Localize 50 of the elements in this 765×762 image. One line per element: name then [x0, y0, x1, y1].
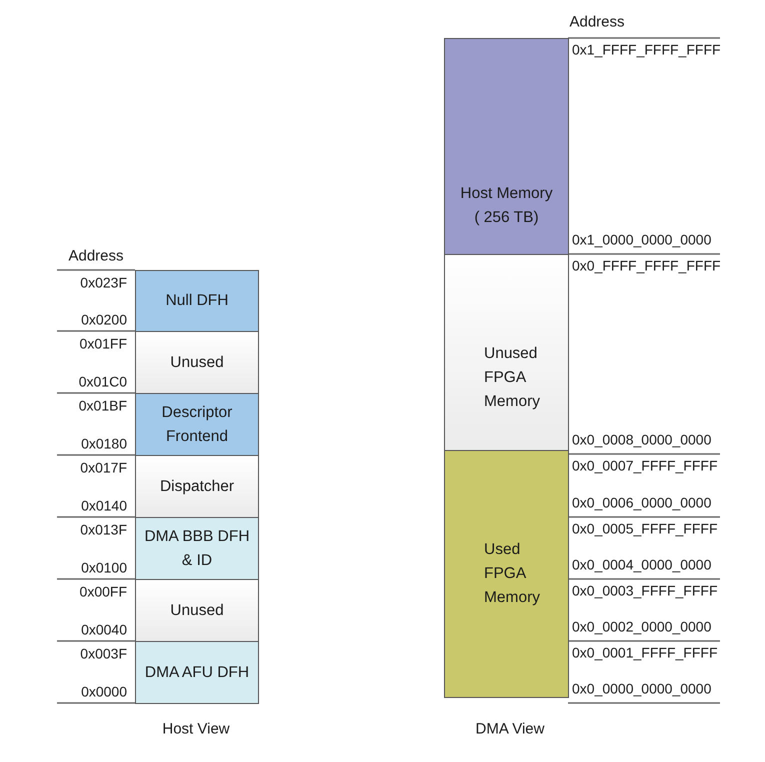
column-header: Address	[68, 248, 124, 264]
address-label: 0x017F	[80, 460, 127, 476]
address-label: 0x0100	[81, 560, 127, 576]
region-label: Unused	[170, 352, 224, 372]
address-label: 0x0_0000_0000_0000	[572, 680, 712, 698]
view-caption: DMA View	[476, 720, 544, 738]
address-label: 0x1_FFFF_FFFF_FFFF	[572, 42, 721, 58]
memory-region-box	[135, 270, 259, 332]
region-label: DMA BBB DFH & ID	[144, 526, 250, 570]
region-label: Host Memory ( 256 TB)	[459, 184, 554, 228]
memory-region-box	[135, 393, 259, 456]
region-label: Null DFH	[166, 291, 228, 311]
memory-region-box	[135, 331, 259, 394]
address-label: 0x0_0006_0000_0000	[572, 494, 712, 512]
address-label: 0x0040	[81, 622, 127, 638]
address-label: 0x0_0004_0000_0000	[572, 556, 712, 574]
memory-region-box	[444, 38, 569, 255]
address-label: 0x01FF	[80, 336, 127, 352]
region-label: Unused FPGA Memory	[484, 344, 541, 412]
memory-region-box	[135, 455, 259, 518]
address-label: 0x013F	[80, 522, 127, 538]
address-label: 0x0_FFFF_FFFF_FFFF	[572, 258, 721, 274]
memory-region-box	[444, 450, 569, 698]
column-header: Address	[569, 14, 625, 30]
memory-region-box	[135, 641, 259, 704]
address-label: 0x1_0000_0000_0000	[572, 232, 712, 248]
address-label: 0x0_0003_FFFF_FFFF	[572, 582, 718, 600]
memory-region-box	[444, 254, 569, 451]
address-label: 0x01C0	[78, 374, 127, 390]
address-label: 0x0_0008_0000_0000	[572, 432, 712, 448]
address-label: 0x003F	[80, 646, 127, 662]
address-label: 0x0000	[81, 684, 127, 700]
address-label: 0x00FF	[80, 584, 127, 600]
region-label: Used FPGA Memory	[484, 540, 541, 608]
region-label: Unused	[170, 600, 224, 620]
address-label: 0x0_0001_FFFF_FFFF	[572, 644, 718, 662]
address-label: 0x0180	[81, 436, 127, 452]
address-label: 0x0_0005_FFFF_FFFF	[572, 520, 718, 538]
address-label: 0x0200	[81, 312, 127, 328]
address-label: 0x0_0007_FFFF_FFFF	[572, 458, 718, 474]
view-caption: Host View	[162, 720, 230, 738]
address-label: 0x01BF	[78, 398, 127, 414]
memory-region-box	[135, 579, 259, 642]
memory-region-box	[135, 517, 259, 580]
region-label: Descriptor Frontend	[160, 402, 234, 446]
address-label: 0x023F	[80, 274, 127, 292]
region-label: DMA AFU DFH	[144, 662, 250, 682]
region-label: Dispatcher	[160, 476, 234, 496]
address-label: 0x0140	[81, 498, 127, 514]
address-label: 0x0_0002_0000_0000	[572, 618, 712, 636]
